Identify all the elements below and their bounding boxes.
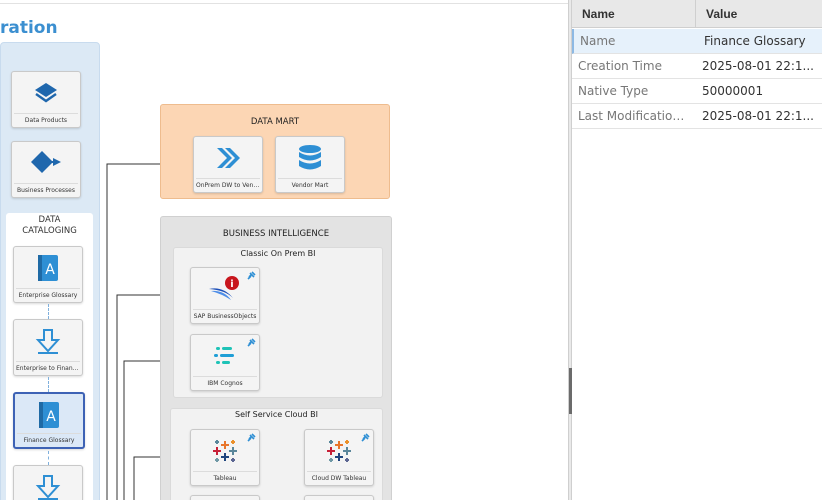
- property-value: Finance Glossary: [704, 34, 806, 48]
- node-label: Enterprise Glossary: [16, 288, 80, 300]
- glossary-book-icon: A: [14, 251, 82, 285]
- dashed-link: [48, 377, 49, 392]
- self-service-cloud-bi-group: Self Service Cloud BI: [170, 408, 383, 500]
- node-mapping[interactable]: [13, 465, 83, 500]
- business-intelligence-group: BUSINESS INTELLIGENCE Classic On Prem BI…: [160, 216, 392, 500]
- property-value: 2025-08-01 22:1...: [702, 109, 814, 123]
- node-label: Finance Glossary: [17, 433, 81, 445]
- node-label: SAP BusinessObjects: [193, 309, 257, 321]
- tableau-icon: [305, 434, 373, 468]
- classic-on-prem-bi-group: Classic On Prem BI i SAP BusinessObjects…: [173, 247, 383, 398]
- connector-plug-icon: [247, 338, 256, 347]
- node-label: Tableau: [193, 471, 257, 483]
- property-key: Creation Time: [578, 59, 662, 73]
- down-arrow-mapping-icon: [14, 470, 82, 500]
- page-title: ration: [0, 18, 58, 38]
- node-partial[interactable]: [304, 495, 374, 500]
- node-ibm-cognos[interactable]: IBM Cognos: [190, 334, 260, 391]
- diagram-canvas[interactable]: ration Data Products: [0, 0, 568, 500]
- connector-plug-icon: [361, 433, 370, 442]
- splitter-grip[interactable]: [569, 368, 572, 414]
- process-icon: [12, 146, 80, 180]
- node-partial[interactable]: [190, 495, 260, 500]
- left-column-group: Data Products Business Processes DATA CA…: [0, 42, 100, 500]
- node-cloud-dw-tableau[interactable]: Cloud DW Tableau: [304, 429, 374, 486]
- down-arrow-mapping-icon: [14, 324, 82, 358]
- forward-arrows-icon: [194, 141, 262, 175]
- property-key: Native Type: [578, 84, 649, 98]
- node-label: OnPrem DW to Vend...: [196, 178, 260, 190]
- group-title: Self Service Cloud BI: [235, 410, 318, 419]
- node-enterprise-to-finance[interactable]: Enterprise to Financ...: [13, 319, 83, 376]
- column-header-name[interactable]: Name: [572, 0, 696, 28]
- ibm-cognos-icon: [191, 339, 259, 373]
- data-cataloging-group: DATA CATALOGING A Enterprise Glossary En…: [6, 213, 93, 500]
- dashed-link: [48, 451, 49, 465]
- svg-text:A: A: [45, 262, 55, 278]
- node-label: Enterprise to Financ...: [16, 361, 80, 373]
- node-label: Business Processes: [14, 183, 78, 195]
- property-row[interactable]: Creation Time 2025-08-01 22:1...: [572, 54, 822, 79]
- layers-icon: [12, 76, 80, 110]
- node-tableau[interactable]: Tableau: [190, 429, 260, 486]
- node-vendor-mart[interactable]: Vendor Mart: [275, 136, 345, 193]
- node-data-products[interactable]: Data Products: [11, 71, 81, 128]
- svg-text:A: A: [46, 409, 56, 425]
- tableau-icon: [191, 434, 259, 468]
- sap-businessobjects-icon: i: [191, 272, 259, 306]
- connector-plug-icon: [247, 433, 256, 442]
- node-finance-glossary[interactable]: A Finance Glossary: [13, 392, 85, 449]
- group-title: BUSINESS INTELLIGENCE: [222, 229, 330, 239]
- node-label: Data Products: [14, 113, 78, 125]
- node-enterprise-glossary[interactable]: A Enterprise Glossary: [13, 246, 83, 303]
- node-business-processes[interactable]: Business Processes: [11, 141, 81, 198]
- node-label: Cloud DW Tableau: [307, 471, 371, 483]
- node-label: Vendor Mart: [278, 178, 342, 190]
- property-row[interactable]: Last Modification... 2025-08-01 22:1...: [572, 104, 822, 129]
- database-icon: [276, 141, 344, 175]
- canvas-top-border: [0, 0, 568, 4]
- property-row[interactable]: Native Type 50000001: [572, 79, 822, 104]
- property-key: Name: [580, 34, 616, 48]
- connector-plug-icon: [247, 271, 256, 280]
- property-value: 2025-08-01 22:1...: [702, 59, 814, 73]
- property-value: 50000001: [702, 84, 764, 98]
- panel-splitter[interactable]: [568, 0, 572, 500]
- node-label: IBM Cognos: [193, 376, 257, 388]
- column-header-value[interactable]: Value: [696, 0, 822, 28]
- property-key: Last Modification...: [578, 109, 690, 123]
- svg-text:i: i: [230, 279, 233, 290]
- group-title: DATA CATALOGING: [22, 215, 77, 236]
- data-mart-group: DATA MART OnPrem DW to Vend... Vendor Ma…: [160, 104, 390, 199]
- property-row[interactable]: Name Finance Glossary: [572, 29, 822, 54]
- glossary-book-icon: A: [15, 398, 83, 432]
- node-sap-businessobjects[interactable]: i SAP BusinessObjects: [190, 267, 260, 324]
- node-onprem-dw-to-vendor[interactable]: OnPrem DW to Vend...: [193, 136, 263, 193]
- group-title: Classic On Prem BI: [240, 249, 316, 258]
- group-title: DATA MART: [250, 117, 300, 127]
- properties-panel: Name Value Name Finance Glossary Creatio…: [572, 0, 822, 500]
- dashed-link: [48, 304, 49, 319]
